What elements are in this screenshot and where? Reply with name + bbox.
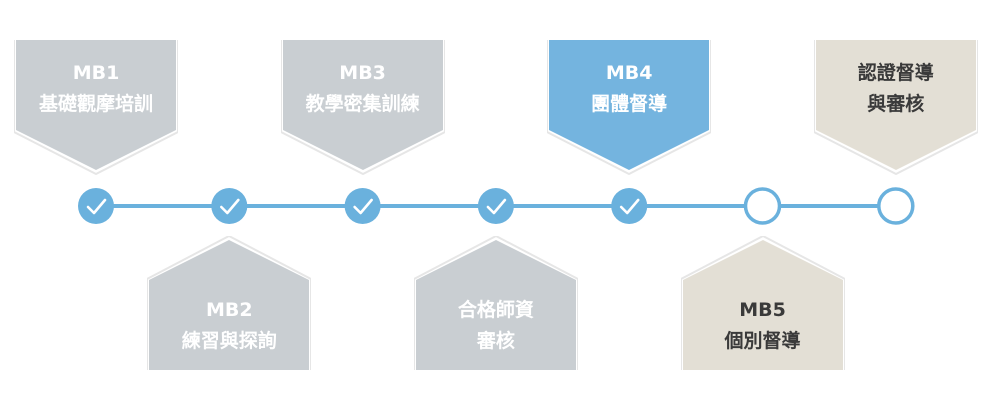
milestone-label-line: MB5 — [739, 299, 786, 321]
milestone-card-1: MB1 基礎觀摩培訓 — [14, 40, 178, 182]
milestone-shape — [14, 40, 178, 176]
milestone-card-7: 認證督導與審核 — [813, 40, 978, 182]
milestone-label-line: MB2 — [205, 299, 253, 321]
milestone-fill — [16, 40, 176, 170]
milestone-fill — [282, 40, 443, 170]
milestone-label: MB3 教學密集訓練 — [291, 58, 435, 120]
milestone-shape — [680, 236, 845, 370]
milestone-label-line: 練習與探詢 — [181, 330, 277, 352]
milestone-label: 認證督導與審核 — [824, 58, 968, 120]
milestone-shape — [280, 40, 445, 176]
milestone-shape — [547, 40, 712, 176]
completed-node-3 — [344, 188, 381, 224]
milestone-label: MB2 練習與探詢 — [157, 295, 301, 357]
milestone-outline — [14, 40, 178, 176]
milestone-label-line: 教學密集訓練 — [305, 93, 420, 115]
milestone-label: 合格師資審核 — [424, 295, 568, 357]
milestone-shape — [147, 236, 312, 370]
milestone-label-line: MB4 — [605, 62, 653, 84]
milestone-label: MB1 基礎觀摩培訓 — [24, 58, 168, 120]
milestone-label-line: 與審核 — [867, 93, 925, 115]
milestone-label-line: MB1 — [72, 62, 120, 84]
milestone-label: MB4 團體督導 — [557, 58, 701, 120]
milestone-label-line: 合格師資 — [457, 299, 534, 321]
milestone-fill — [549, 40, 710, 170]
milestone-label-line: 團體督導 — [591, 93, 668, 115]
milestone-card-3: MB3 教學密集訓練 — [280, 40, 445, 182]
empty-circle-icon — [877, 187, 915, 225]
checkmark-icon — [220, 198, 240, 215]
milestone-card-5: MB4 團體督導 — [547, 40, 712, 182]
completed-node-1 — [78, 188, 114, 224]
milestone-outline — [547, 40, 712, 176]
milestone-label-line: MB3 — [339, 62, 386, 84]
milestone-label-line: 審核 — [476, 330, 515, 352]
milestone-label-line: 基礎觀摩培訓 — [38, 93, 153, 115]
milestone-card-4: 合格師資審核 — [413, 236, 578, 382]
milestone-label-line: 認證督導 — [857, 62, 934, 84]
milestone-label-line: 個別督導 — [724, 330, 801, 352]
completed-node-5 — [611, 188, 648, 224]
milestone-label: MB5 個別督導 — [691, 295, 835, 357]
milestone-shape — [813, 40, 978, 176]
checkmark-icon — [86, 198, 107, 215]
milestone-card-6: MB5 個別督導 — [680, 236, 845, 382]
pending-node-7 — [877, 187, 915, 225]
completed-node-4 — [477, 188, 514, 224]
milestone-outline — [813, 40, 978, 176]
milestone-fill — [815, 40, 976, 170]
pending-node-6 — [743, 187, 782, 225]
completed-node-2 — [211, 188, 248, 224]
milestone-fill — [682, 240, 843, 370]
checkmark-icon — [353, 198, 373, 215]
empty-circle-icon — [743, 187, 782, 225]
milestone-fill — [149, 240, 310, 370]
milestone-shape — [413, 236, 578, 370]
milestone-card-2: MB2 練習與探詢 — [147, 236, 312, 382]
milestone-outline — [280, 40, 445, 176]
checkmark-icon — [486, 198, 507, 215]
milestone-fill — [415, 240, 576, 370]
checkmark-icon — [619, 198, 640, 215]
